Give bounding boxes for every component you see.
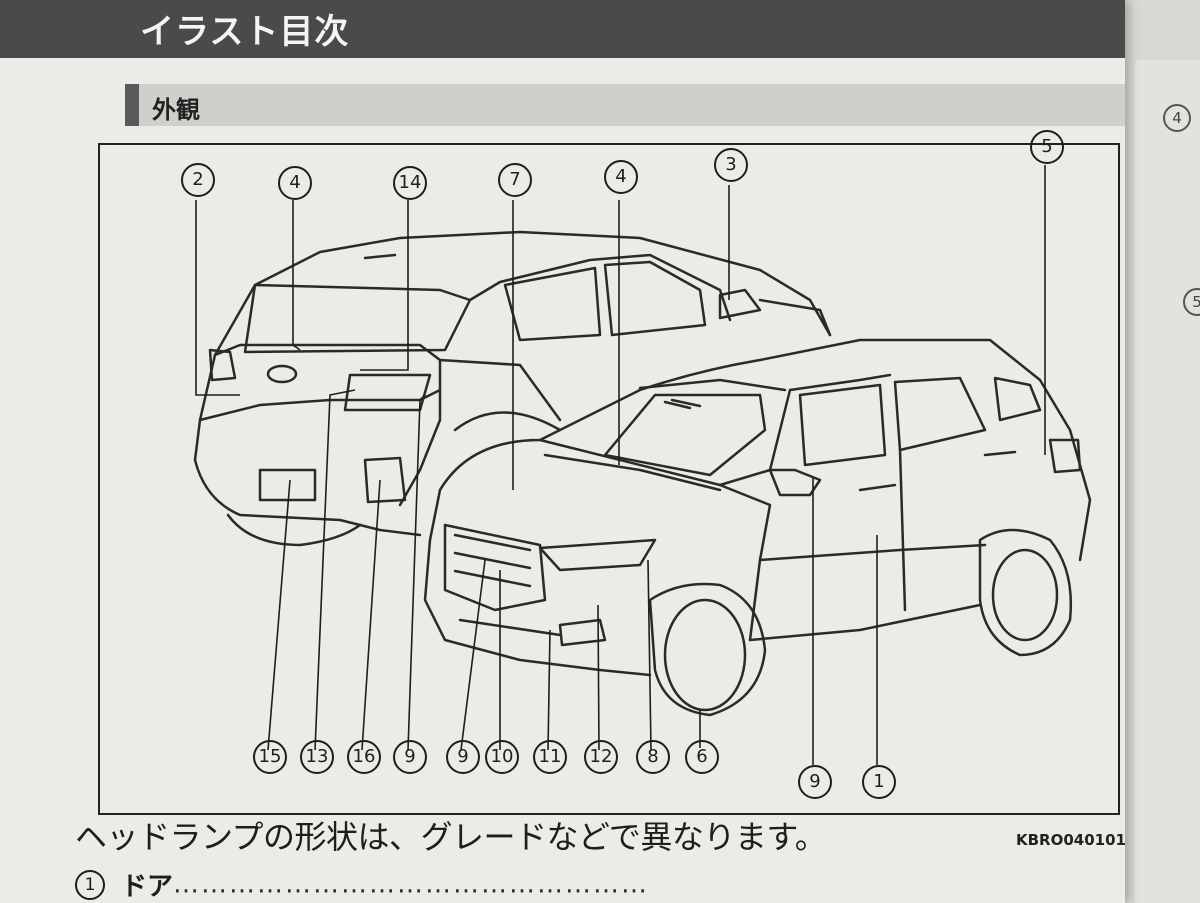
- callout-9: 9: [798, 765, 832, 799]
- section-title: 外観: [152, 96, 200, 124]
- page-title: イラスト目次: [140, 12, 350, 52]
- callout-9: 9: [393, 740, 427, 774]
- callout-7: 7: [498, 163, 532, 197]
- figure-code: KBRO040101: [1016, 831, 1126, 849]
- headlamp-note: ヘッドランプの形状は、グレードなどで異なります。: [75, 818, 827, 856]
- callout-1: 1: [862, 765, 896, 799]
- car-illustration: [193, 165, 1092, 765]
- illustration-frame: [98, 143, 1120, 815]
- callout-13: 13: [300, 740, 334, 774]
- callout-4: 4: [604, 160, 638, 194]
- callout-8: 8: [636, 740, 670, 774]
- item-label: ドア: [121, 872, 174, 902]
- callout-3: 3: [714, 148, 748, 182]
- callout-2: 2: [181, 163, 215, 197]
- callout-11: 11: [533, 740, 567, 774]
- next-page-edge: 4 5: [1135, 60, 1200, 903]
- list-item: 1 ドア……………………………………………: [75, 866, 649, 903]
- callout-6: 6: [685, 740, 719, 774]
- leader-lines: [195, 165, 1046, 765]
- next-page-number-marker: 5: [1183, 288, 1200, 316]
- next-page-number-marker: 4: [1163, 104, 1191, 132]
- callout-14: 14: [393, 166, 427, 200]
- callout-15: 15: [253, 740, 287, 774]
- section-marker: [125, 84, 139, 126]
- callout-5: 5: [1030, 130, 1064, 164]
- front-car-drawing: [423, 338, 1092, 717]
- header-band: [0, 0, 1125, 58]
- callout-4: 4: [278, 166, 312, 200]
- item-leader-dots: ……………………………………………: [173, 869, 650, 900]
- section-bar: [125, 84, 1125, 126]
- callout-12: 12: [584, 740, 618, 774]
- manual-page: イラスト目次 外観: [0, 0, 1126, 903]
- callout-16: 16: [347, 740, 381, 774]
- callout-10: 10: [485, 740, 519, 774]
- item-number: 1: [75, 869, 105, 900]
- callout-9: 9: [446, 740, 480, 774]
